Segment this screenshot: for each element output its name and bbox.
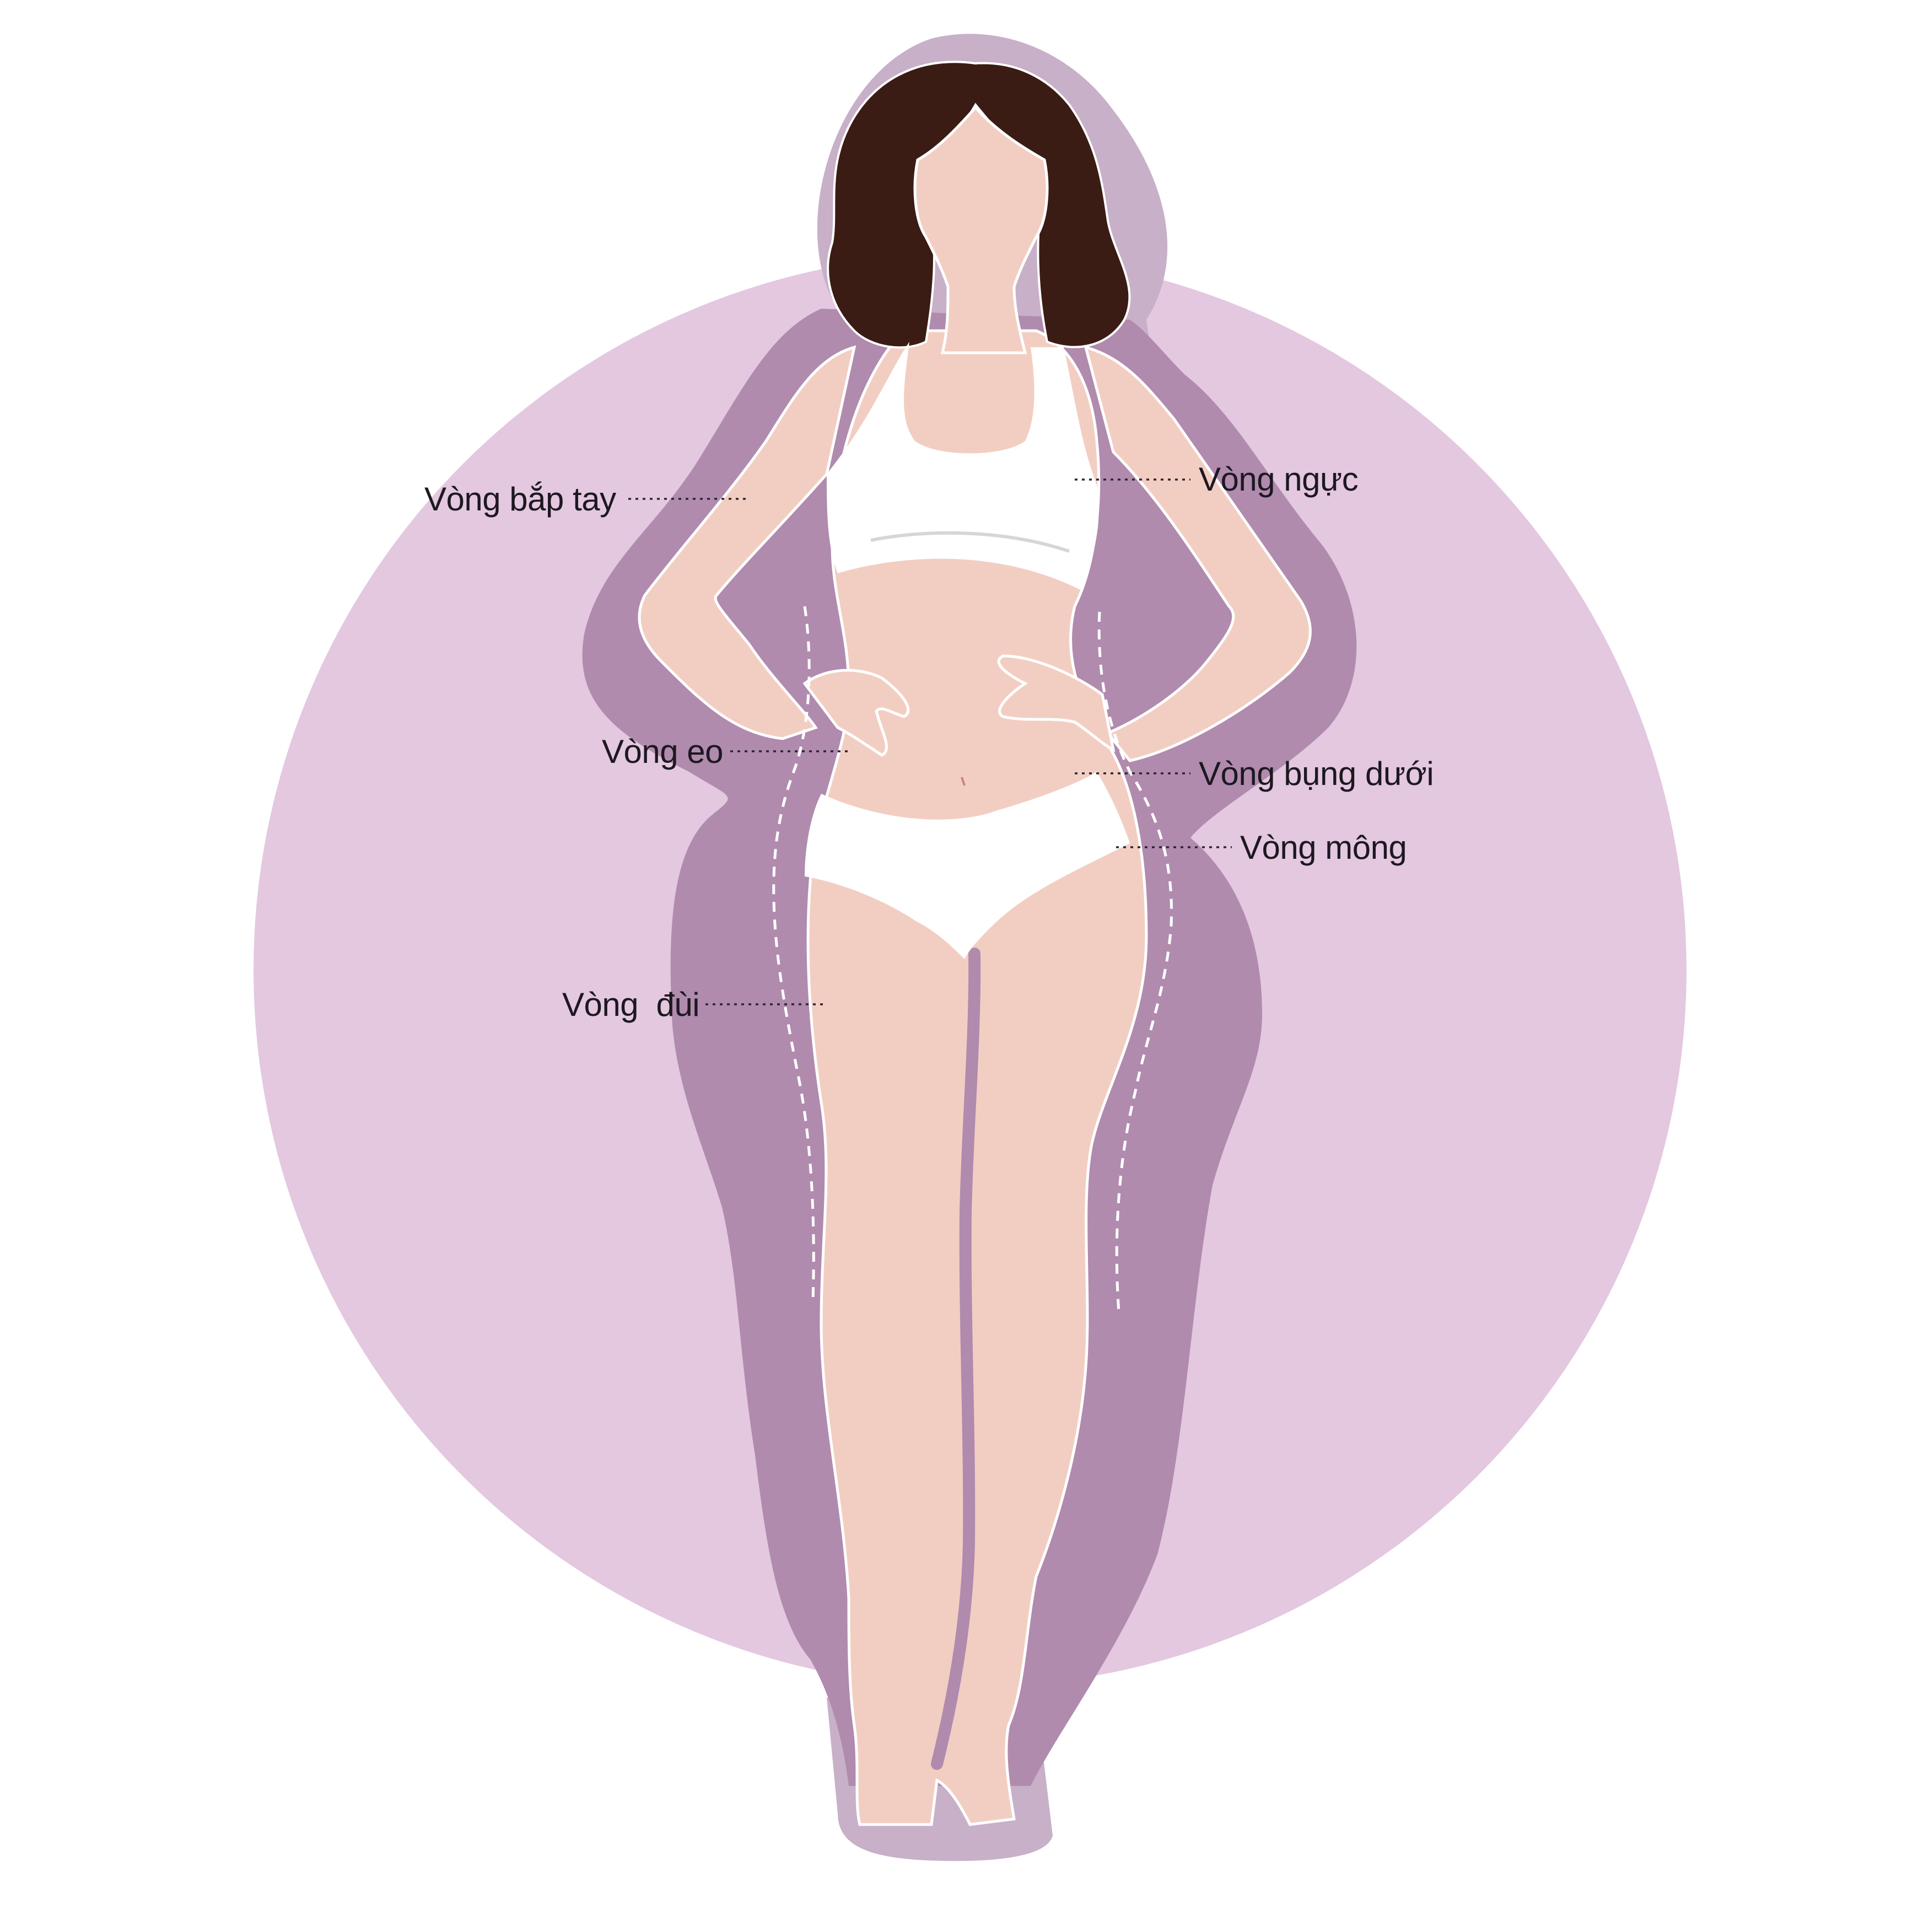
lower-belly-label: Vòng bụng dưới (1199, 755, 1434, 792)
left-arm (638, 345, 856, 740)
contour-left (772, 606, 815, 1301)
panties (805, 772, 1130, 959)
thigh-label: Vòng đùi (562, 986, 700, 1023)
left-hand (802, 669, 910, 757)
hair (827, 61, 1131, 349)
face-neck (913, 105, 1049, 354)
bra-underband (870, 531, 1070, 553)
bust-label: Vòng ngực (1199, 461, 1359, 498)
navel (961, 777, 966, 786)
right-hand (997, 654, 1116, 752)
leg-divider (931, 948, 981, 1770)
bicep-label: Vòng bắp tay (424, 481, 616, 518)
right-arm (1084, 345, 1312, 762)
hip-label: Vòng mông (1240, 829, 1407, 866)
waist-label: Vòng eo (602, 733, 724, 770)
bra (827, 342, 1099, 590)
